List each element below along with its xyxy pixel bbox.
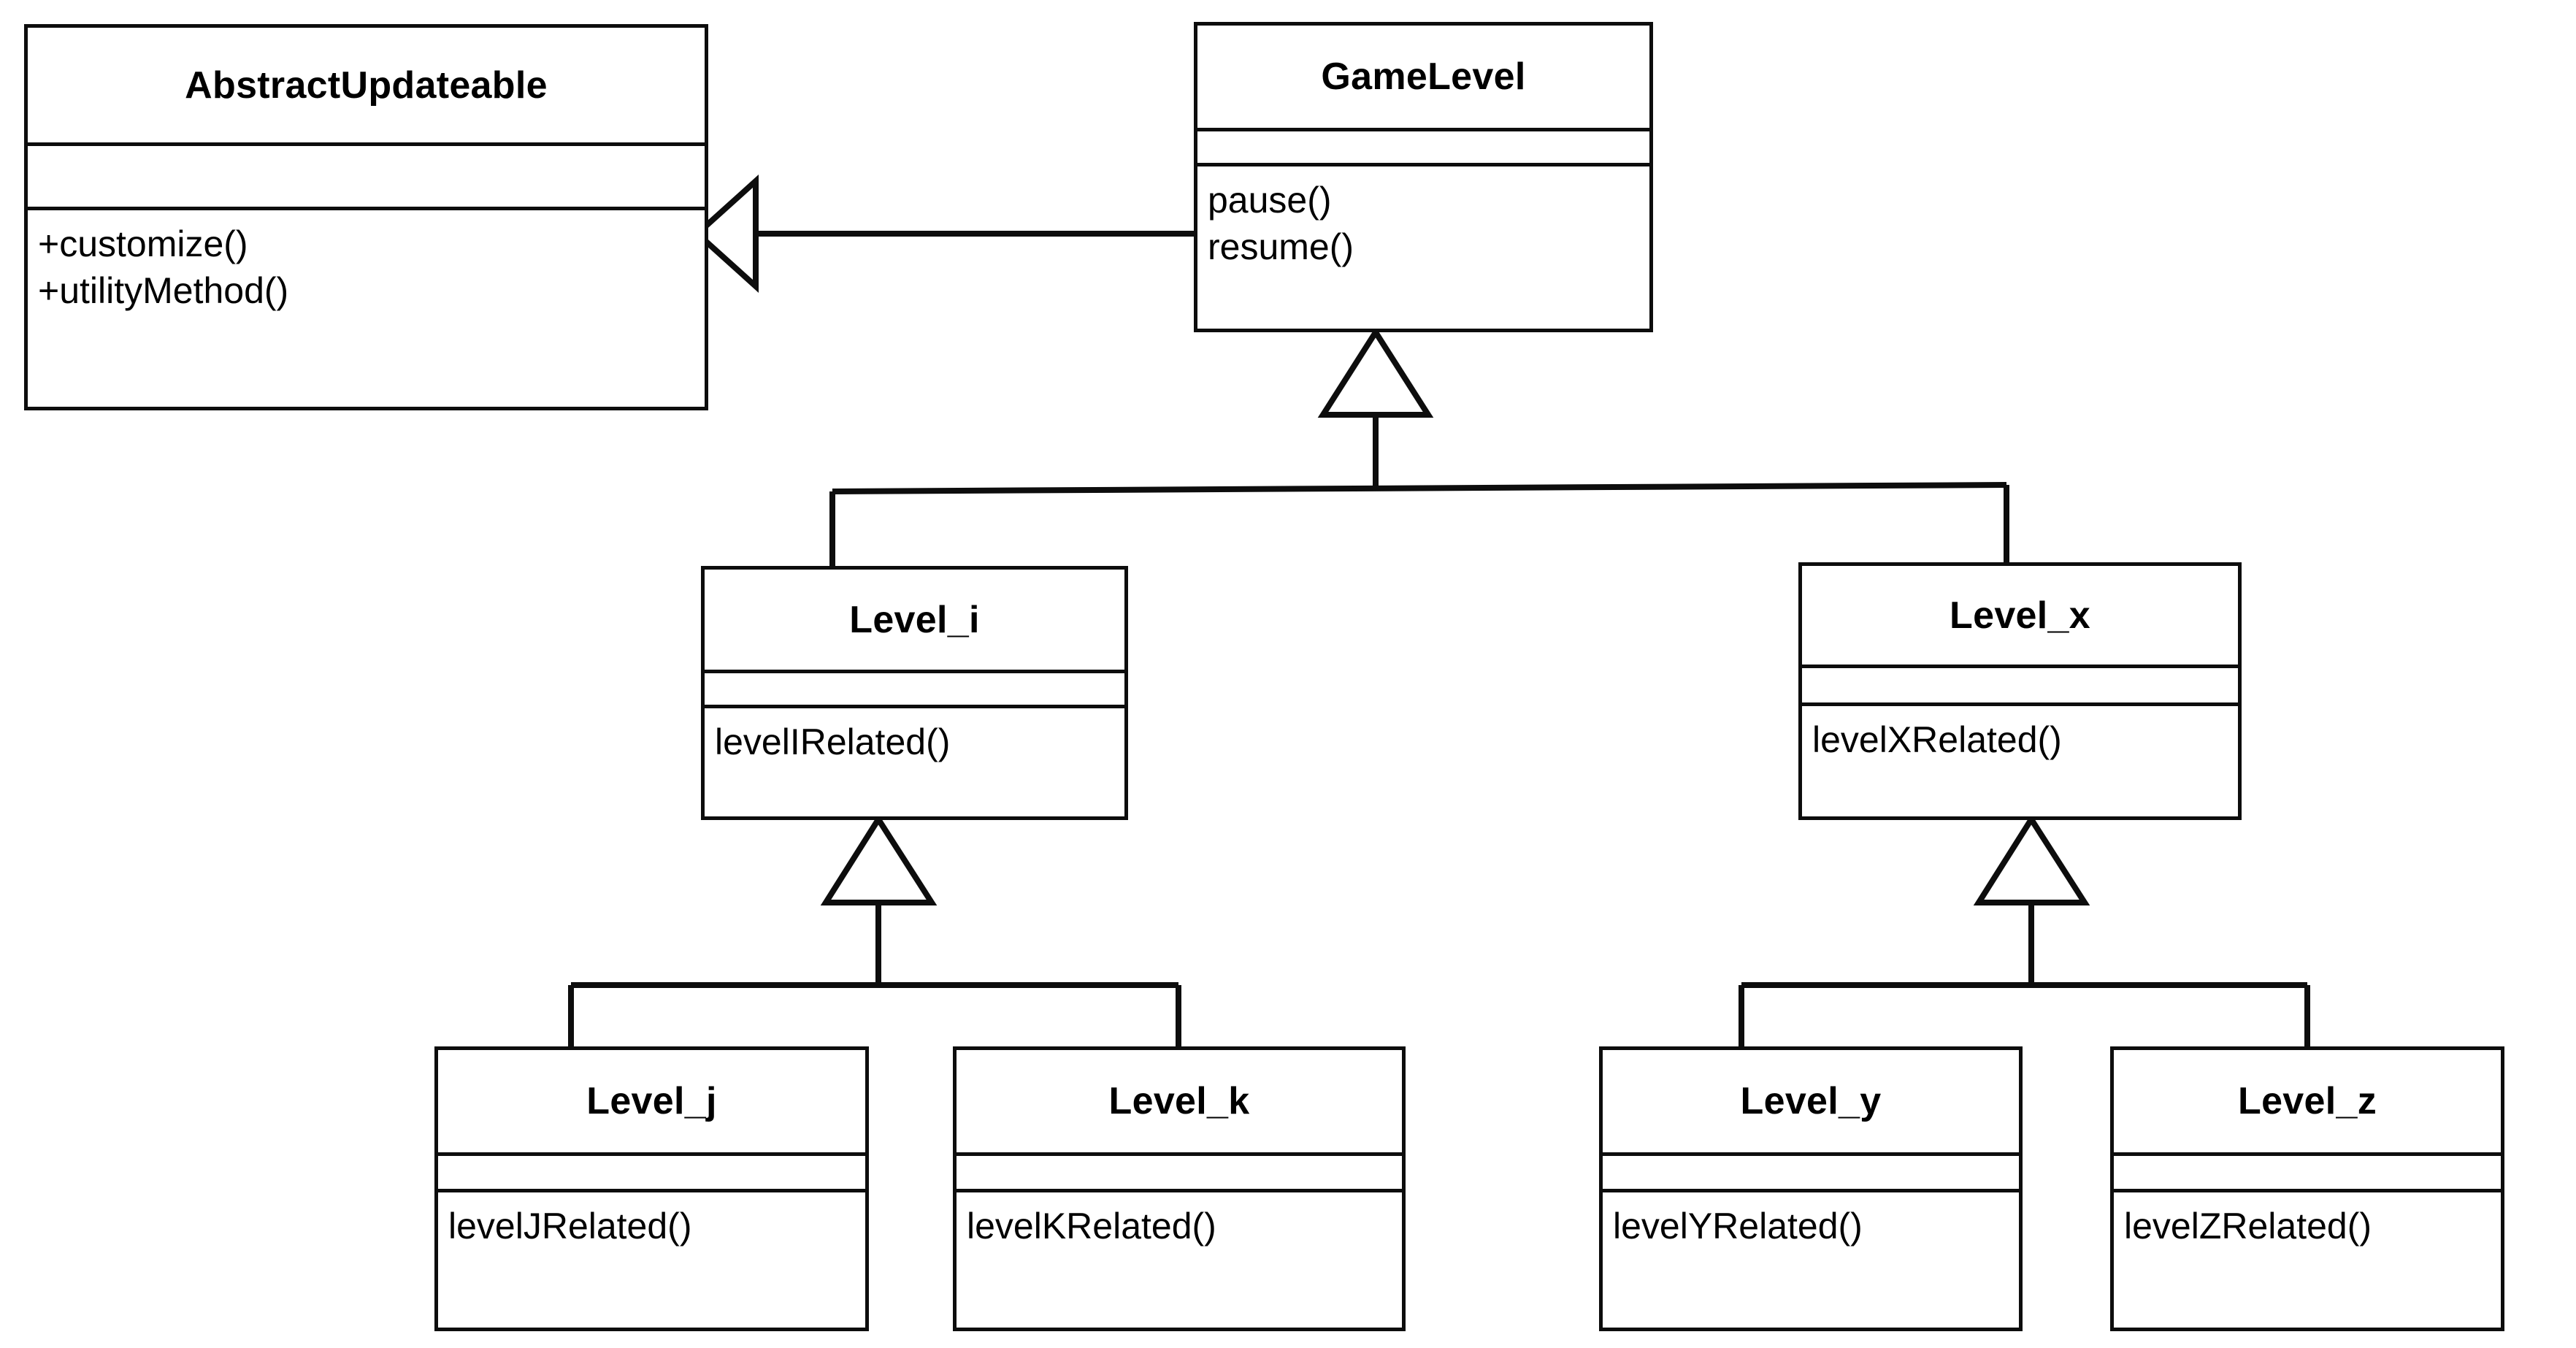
class-box-level-y[interactable]: Level_y levelYRelated(): [1599, 1046, 2023, 1331]
operation-item: pause(): [1208, 180, 1332, 221]
class-name-level-k: Level_k: [957, 1050, 1402, 1156]
class-box-level-x[interactable]: Level_x levelXRelated(): [1798, 562, 2242, 820]
class-box-abstract-updateable[interactable]: AbstractUpdateable +customize() +utility…: [24, 24, 708, 410]
class-box-game-level[interactable]: GameLevel pause() resume(): [1194, 22, 1653, 332]
class-name-game-level: GameLevel: [1197, 26, 1649, 131]
class-name-level-y: Level_y: [1603, 1050, 2019, 1156]
operation-item: levelJRelated(): [448, 1206, 692, 1246]
class-name-level-i: Level_i: [705, 570, 1124, 673]
class-attributes-level-j: [438, 1156, 865, 1192]
class-attributes-level-i: [705, 673, 1124, 708]
generalization-arrowhead-level-i: [826, 819, 878, 982]
operation-item: levelIRelated(): [715, 721, 951, 762]
edge-bus-gamelevel-children: [832, 482, 2007, 494]
operation-item: levelXRelated(): [1812, 719, 2062, 760]
class-operations-level-z: levelZRelated(): [2114, 1192, 2501, 1328]
class-operations-level-j: levelJRelated(): [438, 1192, 865, 1328]
generalization-arrowhead-level-x-tri: [1973, 813, 2090, 905]
class-operations-level-y: levelYRelated(): [1603, 1192, 2019, 1328]
class-box-level-j[interactable]: Level_j levelJRelated(): [434, 1046, 869, 1331]
class-operations-level-x: levelXRelated(): [1802, 706, 2238, 816]
operation-item: levelYRelated(): [1613, 1206, 1863, 1246]
generalization-arrowhead-gamelevel: [1317, 326, 1434, 418]
class-operations-abstract-updateable: +customize() +utilityMethod(): [28, 210, 705, 407]
class-attributes-level-x: [1802, 668, 2238, 706]
class-attributes-game-level: [1197, 131, 1649, 166]
class-operations-level-i: levelIRelated(): [705, 708, 1124, 816]
class-box-level-i[interactable]: Level_i levelIRelated(): [701, 566, 1128, 820]
class-operations-game-level: pause() resume(): [1197, 166, 1649, 329]
class-name-abstract-updateable: AbstractUpdateable: [28, 28, 705, 146]
class-attributes-level-k: [957, 1156, 1402, 1192]
class-operations-level-k: levelKRelated(): [957, 1192, 1402, 1328]
generalization-arrowhead-level-i-tri: [820, 813, 938, 905]
class-attributes-level-z: [2114, 1156, 2501, 1192]
operation-item: levelKRelated(): [967, 1206, 1216, 1246]
operation-item: +utilityMethod(): [38, 270, 289, 311]
class-name-level-x: Level_x: [1802, 566, 2238, 668]
class-name-level-j: Level_j: [438, 1050, 865, 1156]
operation-item: levelZRelated(): [2124, 1206, 2372, 1246]
operation-item: resume(): [1208, 226, 1354, 267]
operation-item: +customize(): [38, 223, 248, 264]
class-box-level-z[interactable]: Level_z levelZRelated(): [2110, 1046, 2504, 1331]
class-box-level-k[interactable]: Level_k levelKRelated(): [953, 1046, 1406, 1331]
class-attributes-abstract-updateable: [28, 146, 705, 210]
class-name-level-z: Level_z: [2114, 1050, 2501, 1156]
class-attributes-level-y: [1603, 1156, 2019, 1192]
